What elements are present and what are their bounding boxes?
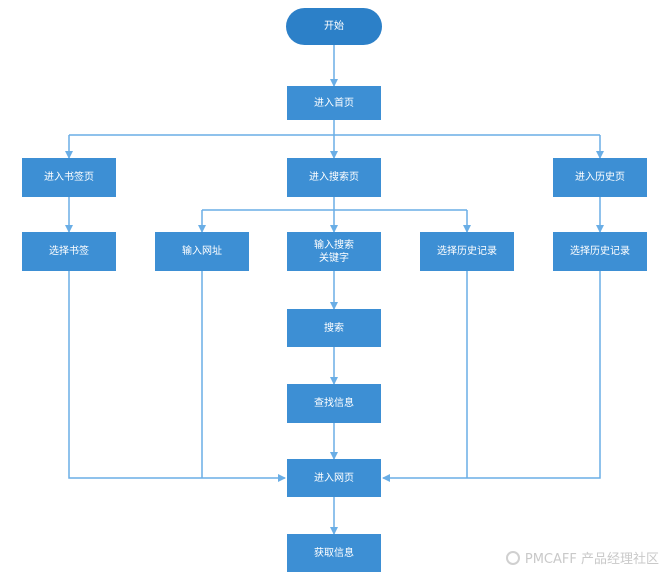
enter-keyword-node: 输入搜索 关键字 <box>287 232 381 271</box>
search-node: 搜索 <box>287 309 381 347</box>
find-info-node: 查找信息 <box>287 384 381 423</box>
home-label: 进入首页 <box>314 97 354 109</box>
get-info-label: 获取信息 <box>314 547 354 559</box>
search-page-label: 进入搜索页 <box>309 172 359 183</box>
pmcaff-logo-icon <box>505 550 520 565</box>
search-label: 搜索 <box>324 322 344 334</box>
enter-webpage-node: 进入网页 <box>287 459 381 497</box>
get-info-node: 获取信息 <box>287 534 381 572</box>
select-bookmark-node: 选择书签 <box>22 232 116 271</box>
select-history-left-label: 选择历史记录 <box>437 246 497 257</box>
search-page-node: 进入搜索页 <box>287 158 381 197</box>
enter-url-node: 输入网址 <box>155 232 249 271</box>
arrow-history-right-to-webpage <box>382 271 601 482</box>
select-history-right-label: 选择历史记录 <box>570 246 630 257</box>
enter-url-label: 输入网址 <box>182 246 222 257</box>
watermark: PMCAFF 产品经理社区 <box>505 548 659 567</box>
arrow-bookmark-to-webpage <box>68 271 286 482</box>
enter-webpage-label: 进入网页 <box>314 472 354 484</box>
select-history-left-node: 选择历史记录 <box>420 232 514 271</box>
enter-keyword-label: 输入搜索 关键字 <box>314 239 354 264</box>
start-node: 开始 <box>286 8 382 45</box>
arrow-home-branch <box>69 120 600 136</box>
history-page-node: 进入历史页 <box>553 158 647 197</box>
history-page-label: 进入历史页 <box>575 172 625 183</box>
select-bookmark-label: 选择书签 <box>49 246 89 257</box>
home-node: 进入首页 <box>287 86 381 120</box>
bookmark-page-node: 进入书签页 <box>22 158 116 197</box>
start-label: 开始 <box>324 21 344 32</box>
watermark-text: PMCAFF 产品经理社区 <box>524 552 659 567</box>
find-info-label: 查找信息 <box>314 398 354 409</box>
bookmark-page-label: 进入书签页 <box>44 172 94 183</box>
select-history-right-node: 选择历史记录 <box>553 232 647 271</box>
arrow-search-branch <box>202 197 467 211</box>
